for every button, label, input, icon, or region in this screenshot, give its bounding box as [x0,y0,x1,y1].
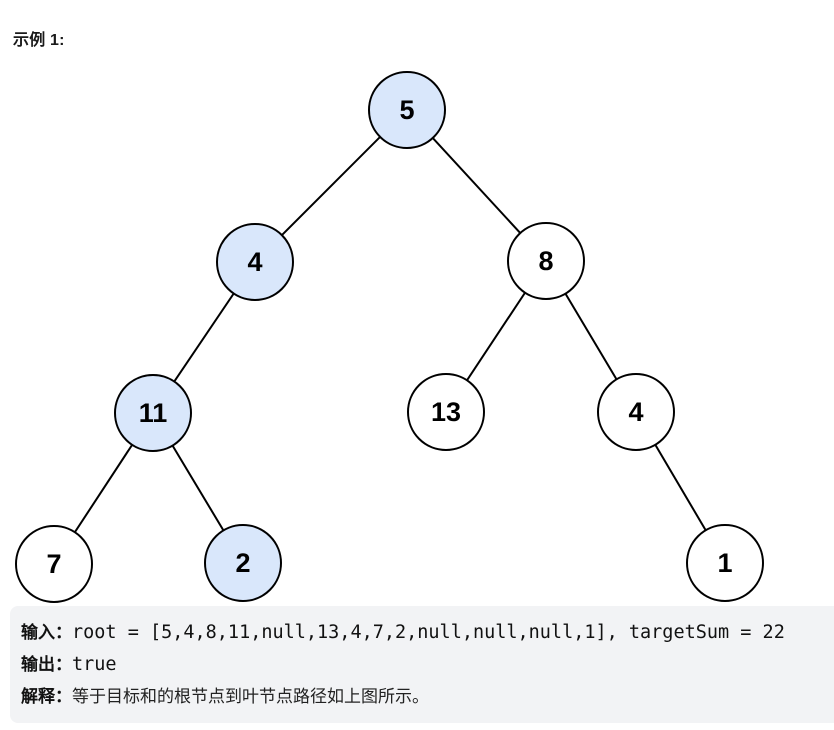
input-label: 输入： [21,623,72,642]
io-line-output: 输出：true [21,649,826,681]
tree-node-7: 7 [15,525,93,603]
tree-node-11: 11 [114,374,192,452]
tree-node-1: 1 [686,524,764,602]
explanation-label: 解释： [21,687,72,706]
example-io-block: 输入：root = [5,4,8,11,null,13,4,7,2,null,n… [10,606,834,723]
explanation-text: 等于目标和的根节点到叶节点路径如上图所示。 [72,687,429,706]
tree-node-4-left: 4 [216,223,294,301]
input-value: root = [5,4,8,11,null,13,4,7,2,null,null… [72,622,785,643]
tree-node-13: 13 [407,373,485,451]
tree-node-2: 2 [204,524,282,602]
tree-node-8: 8 [507,222,585,300]
output-label: 输出： [21,655,72,674]
tree-node-5: 5 [368,71,446,149]
io-line-explanation: 解释：等于目标和的根节点到叶节点路径如上图所示。 [21,681,826,713]
io-line-input: 输入：root = [5,4,8,11,null,13,4,7,2,null,n… [21,617,826,649]
tree-node-4-right: 4 [597,373,675,451]
output-value: true [72,654,117,675]
example-heading: 示例 1: [13,32,65,49]
